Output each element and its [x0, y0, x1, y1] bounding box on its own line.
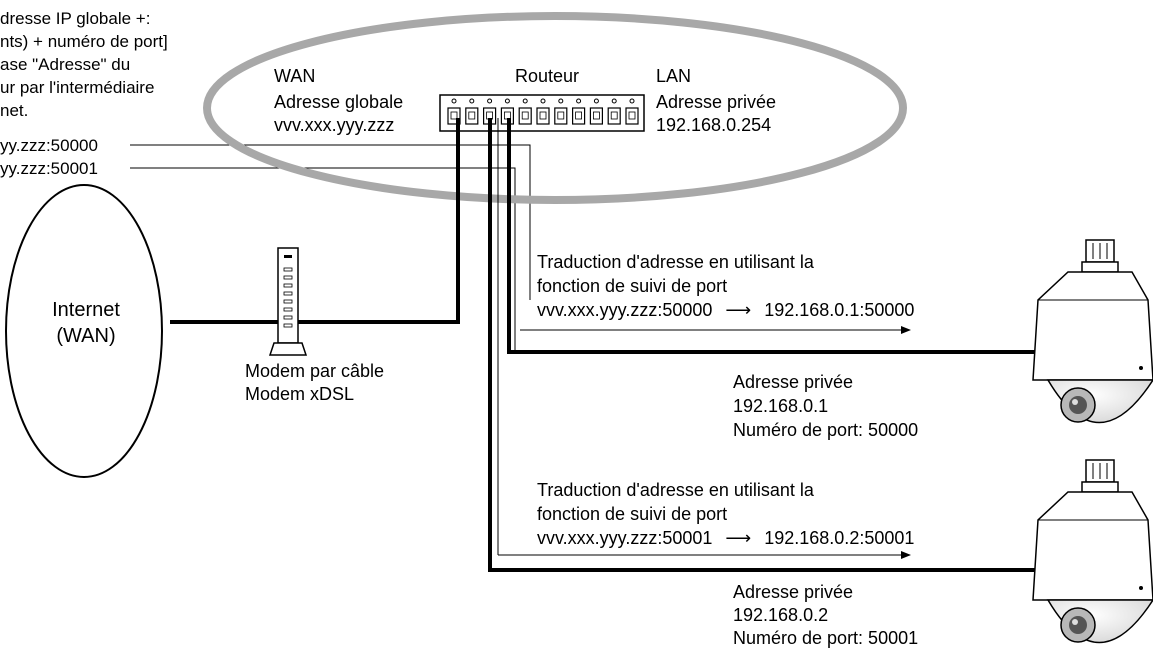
translation-1-arrow: ⟶	[725, 300, 751, 320]
intro-line-4: ur par l'intermédiaire	[0, 78, 154, 97]
camera-2-icon	[1033, 460, 1153, 643]
camera-2-address-label: Adresse privée	[733, 582, 853, 602]
router-port	[466, 108, 478, 124]
router-port	[555, 108, 567, 124]
translation-2-from: vvv.xxx.yyy.zzz:50001	[537, 528, 712, 548]
translation-1-from: vvv.xxx.yyy.zzz:50000	[537, 300, 712, 320]
internet-label-2: (WAN)	[56, 325, 115, 347]
router-port	[590, 108, 602, 124]
cable-internet-router	[170, 118, 458, 322]
lan-address: 192.168.0.254	[656, 115, 771, 135]
camera-2-ip: 192.168.0.2	[733, 605, 828, 625]
intro-text: dresse IP globale +: nts) + numéro de po…	[0, 9, 168, 120]
intro-line-1: dresse IP globale +:	[0, 9, 150, 28]
router-icon	[440, 95, 644, 131]
lan-label: LAN	[656, 66, 691, 86]
camera-2-labels: Adresse privée 192.168.0.2 Numéro de por…	[733, 582, 918, 648]
cable-camera-2	[490, 118, 1040, 570]
translation-1-line1: Traduction d'adresse en utilisant la	[537, 252, 815, 272]
translation-2-line2: fonction de suivi de port	[537, 504, 727, 524]
translation-1-line2: fonction de suivi de port	[537, 276, 727, 296]
intro-line-2: nts) + numéro de port]	[0, 32, 168, 51]
translation-2-mapping: vvv.xxx.yyy.zzz:50001 ⟶ 192.168.0.2:5000…	[537, 528, 914, 548]
router-port	[519, 108, 531, 124]
camera-1-icon	[1033, 240, 1153, 423]
intro-line-3: ase "Adresse" du	[0, 55, 130, 74]
router-port	[626, 108, 638, 124]
translation-1-mapping: vvv.xxx.yyy.zzz:50000 ⟶ 192.168.0.1:5000…	[537, 300, 914, 320]
internet-label-1: Internet	[52, 299, 120, 321]
router-port	[608, 108, 620, 124]
lan-address-label: Adresse privée	[656, 92, 776, 112]
translation-2-to: 192.168.0.2:50001	[764, 528, 914, 548]
translation-2-arrow: ⟶	[725, 528, 751, 548]
translation-block-1: Traduction d'adresse en utilisant la fon…	[537, 252, 914, 320]
access-address-1: yy.zzz:50000	[0, 136, 98, 155]
translation-block-2: Traduction d'adresse en utilisant la fon…	[537, 480, 914, 548]
wan-label: WAN	[274, 66, 315, 86]
translation-1-to: 192.168.0.1:50000	[764, 300, 914, 320]
router-port	[537, 108, 549, 124]
modem-icon	[270, 248, 306, 355]
camera-1-labels: Adresse privée 192.168.0.1 Numéro de por…	[733, 372, 918, 440]
modem-label-1: Modem par câble	[245, 361, 384, 381]
translation-2-line1: Traduction d'adresse en utilisant la	[537, 480, 815, 500]
access-address-2: yy.zzz:50001	[0, 159, 98, 178]
camera-1-port: Numéro de port: 50000	[733, 420, 918, 440]
router-port	[573, 108, 585, 124]
camera-2-port: Numéro de port: 50001	[733, 628, 918, 648]
intro-line-5: net.	[0, 101, 28, 120]
camera-1-ip: 192.168.0.1	[733, 396, 828, 416]
wan-address-label: Adresse globale	[274, 92, 403, 112]
camera-1-address-label: Adresse privée	[733, 372, 853, 392]
wan-address: vvv.xxx.yyy.zzz	[274, 115, 394, 135]
modem-label-2: Modem xDSL	[245, 384, 354, 404]
router-label: Routeur	[515, 66, 579, 86]
